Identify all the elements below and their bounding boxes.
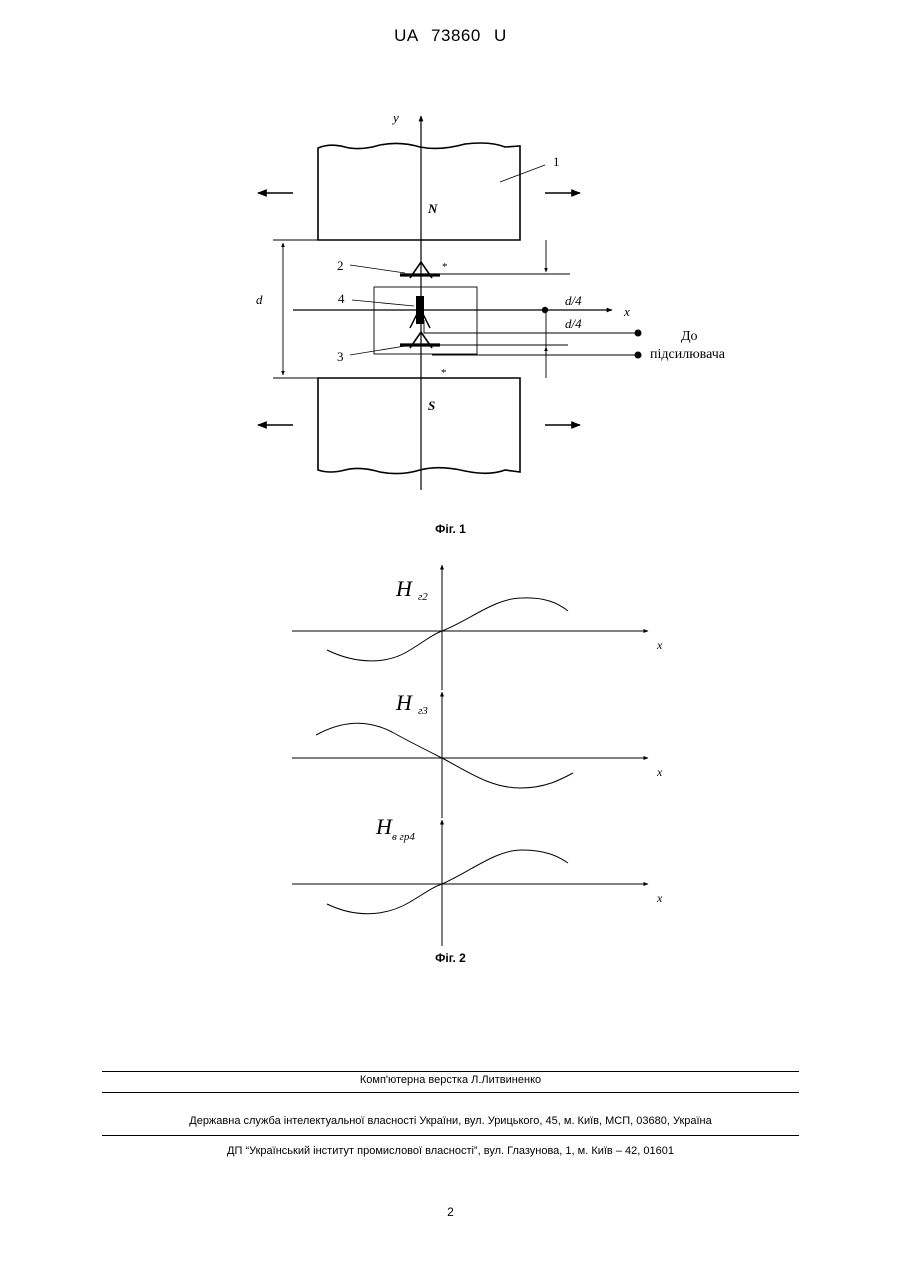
output-label-line1: До: [681, 329, 698, 344]
plot2-x-label: x: [656, 765, 663, 779]
quarter-bottom-label: d/4: [565, 316, 582, 331]
sensor3-label: 3: [337, 349, 344, 364]
x-axis-label: x: [623, 304, 630, 319]
sensor4-label: 4: [338, 291, 345, 306]
curve-hg2: [327, 598, 568, 661]
footer-rule-2: [102, 1092, 799, 1093]
figure2-caption: Фіг. 2: [0, 951, 901, 965]
quarter-top-label: d/4: [565, 293, 582, 308]
plot1-label-sub: г2: [418, 591, 428, 603]
south-label: S: [428, 398, 435, 413]
star-bottom: *: [441, 367, 447, 379]
page-number: 2: [0, 1205, 901, 1219]
figure2-plots: [292, 565, 648, 946]
plot2-label-main: H: [395, 690, 413, 715]
y-axis-label: y: [391, 110, 399, 125]
north-magnet: [318, 143, 520, 240]
figure1-caption: Фіг. 1: [0, 522, 901, 536]
output-label-line2: підсилювача: [650, 347, 726, 362]
magnet-ref-label: 1: [553, 154, 560, 169]
plot1-x-label: x: [656, 638, 663, 652]
sensor2-label: 2: [337, 258, 344, 273]
star-top: *: [442, 261, 448, 273]
plot3-x-label: x: [656, 891, 663, 905]
plot2-label-sub: г3: [418, 705, 428, 717]
plot1-label-main: H: [395, 576, 413, 601]
curve-hgr4: [327, 850, 568, 914]
agency-address: Державна служба інтелектуальної власност…: [0, 1115, 901, 1127]
footer-rule-3: [102, 1135, 799, 1136]
plot3-label-main: H: [375, 814, 393, 839]
layout-credit: Комп'ютерна верстка Л.Литвиненко: [0, 1074, 901, 1086]
plot3-label-sub: в гр4: [392, 831, 415, 843]
south-magnet: [318, 378, 520, 474]
footer-rule-1: [102, 1071, 799, 1072]
institute-address: ДП “Український інститут промислової вла…: [0, 1145, 901, 1157]
gap-label: d: [256, 292, 263, 307]
north-label: N: [427, 201, 438, 216]
curve-hg3: [316, 723, 573, 788]
